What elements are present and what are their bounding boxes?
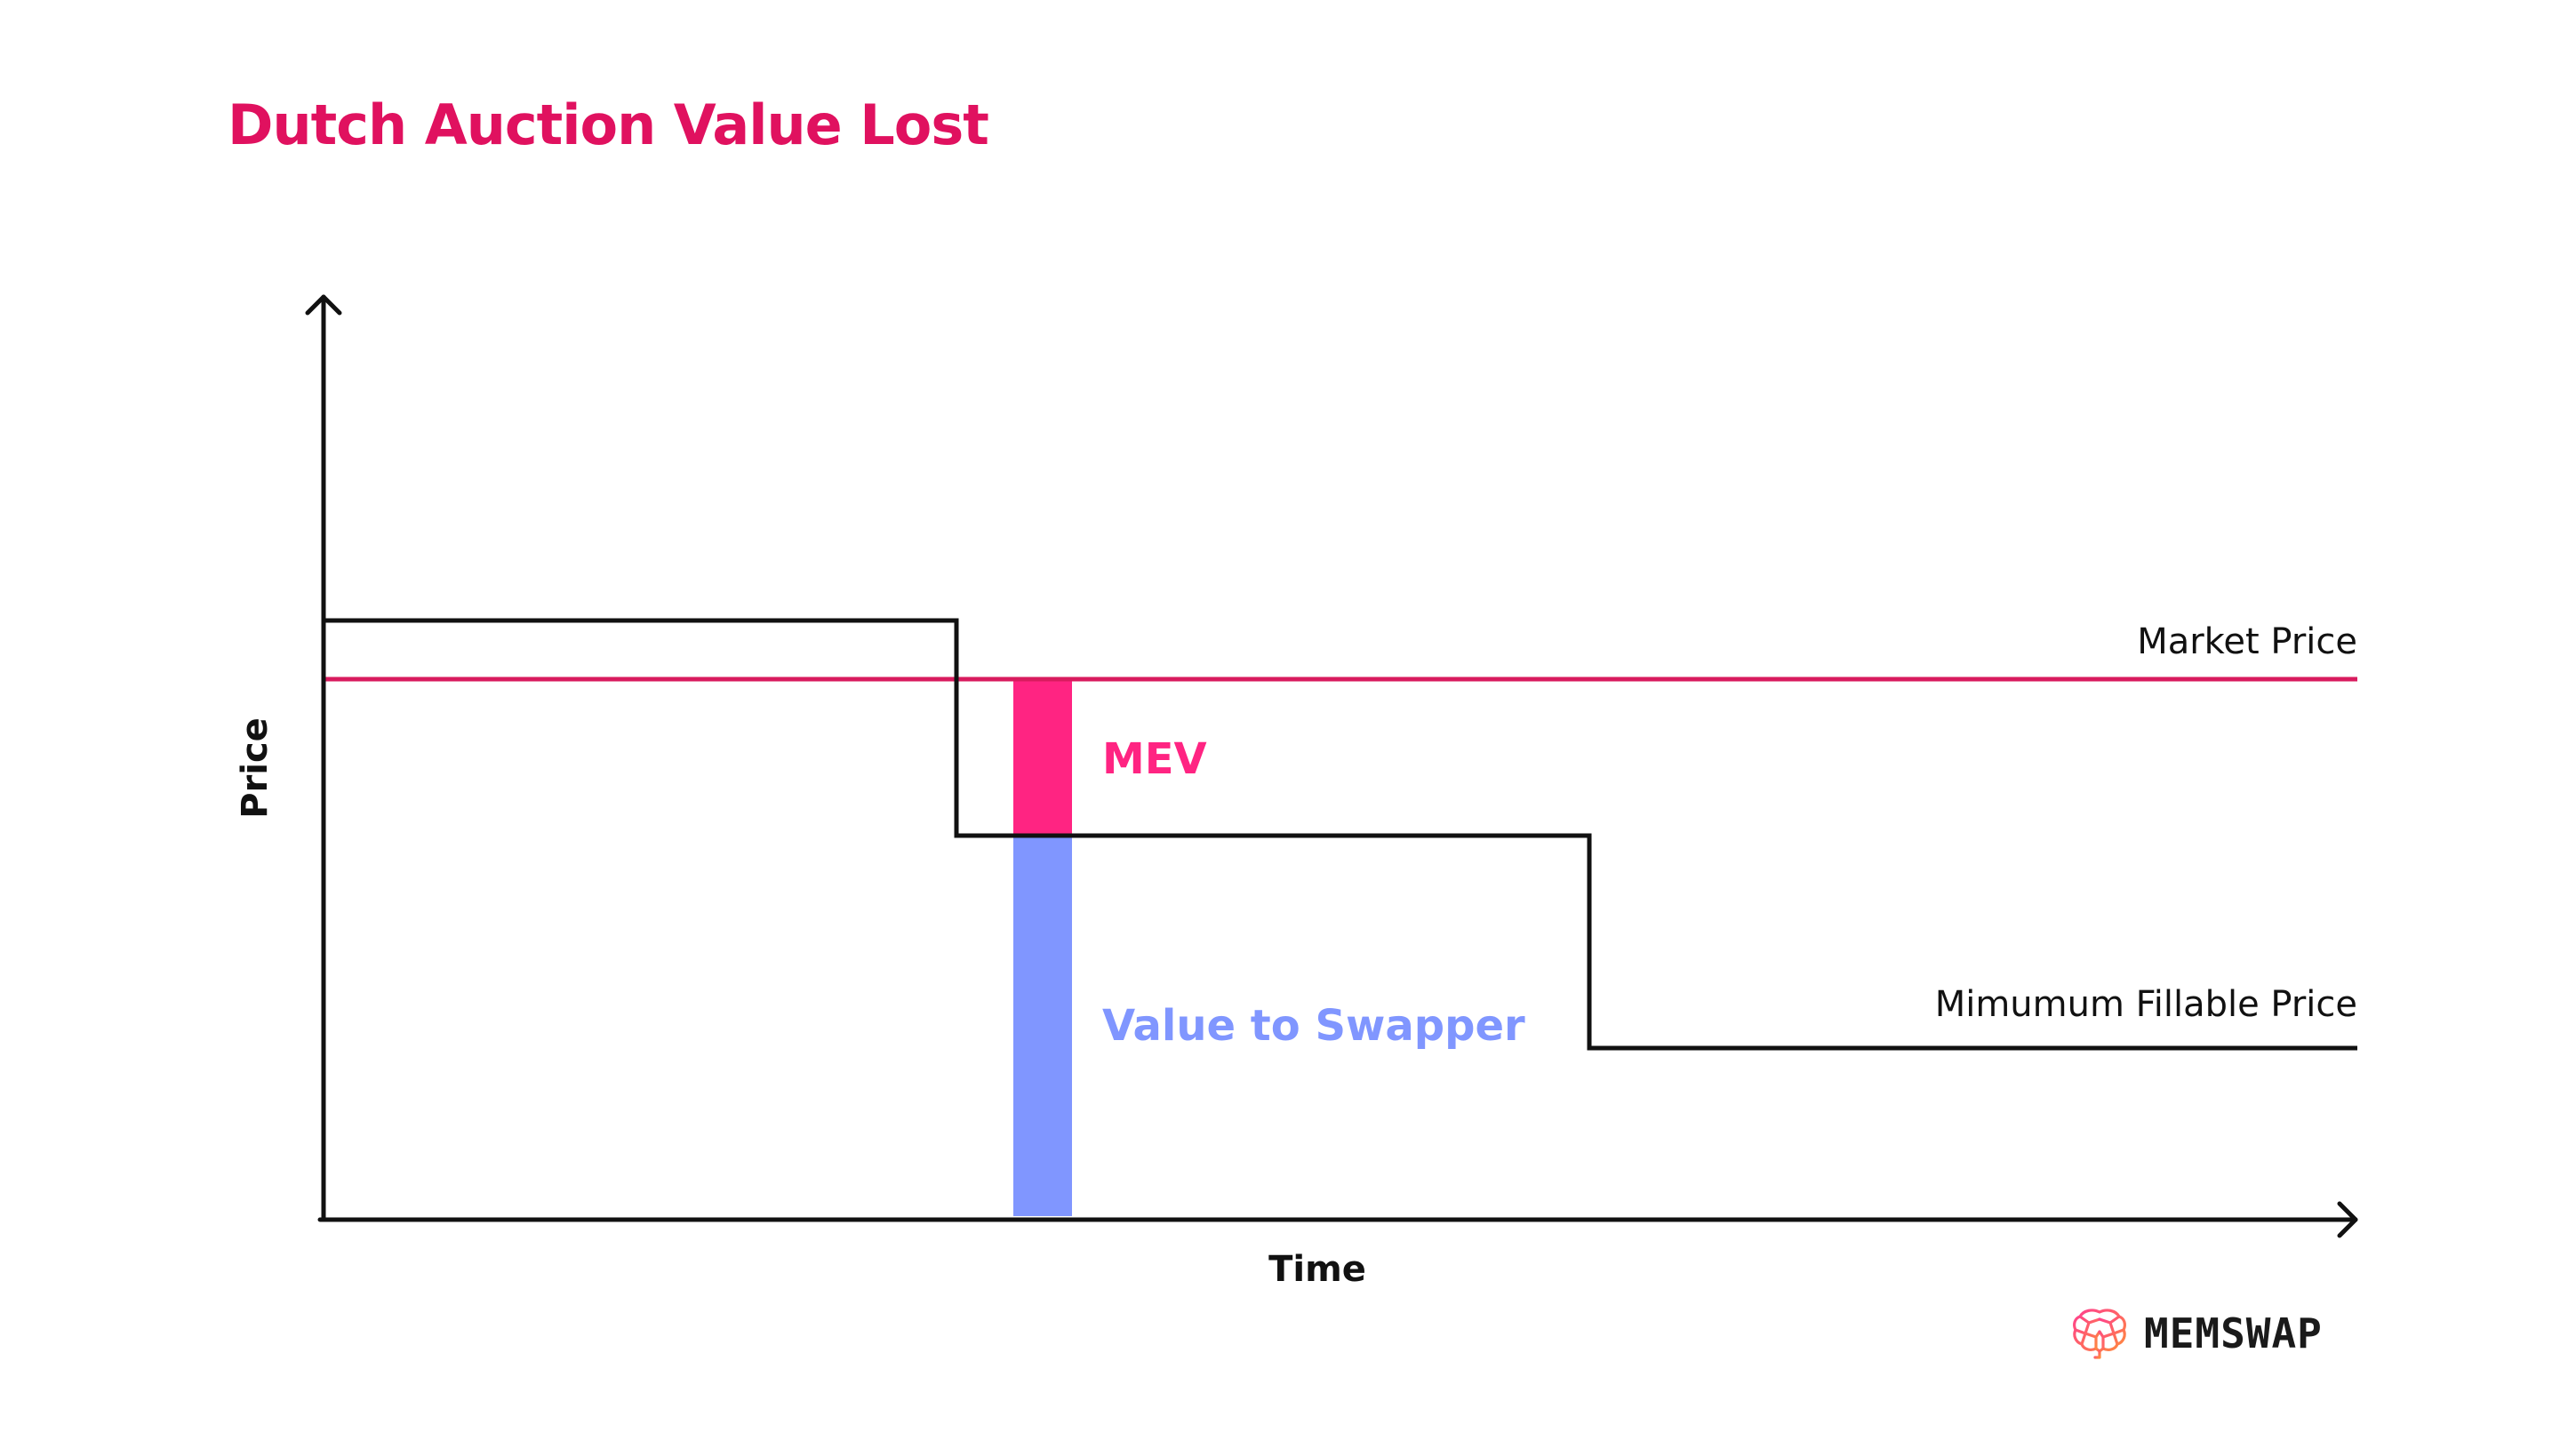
x-axis-label: Time [1268, 1249, 1366, 1290]
x-axis-arrow [2337, 1201, 2358, 1238]
brand-logo: MEMSWAP [2071, 1307, 2323, 1360]
market-price-label: Market Price [2137, 621, 2357, 662]
axes [305, 294, 2358, 1238]
mev-bar [1013, 679, 1072, 836]
value-to-swapper-bar [1013, 836, 1072, 1216]
y-axis-arrow [305, 294, 342, 316]
mev-label: MEV [1102, 734, 1207, 784]
page-title: Dutch Auction Value Lost [228, 92, 989, 157]
min-fillable-price-label: Mimumum Fillable Price [1935, 984, 2357, 1025]
brand-name: MEMSWAP [2144, 1309, 2323, 1357]
y-axis-label: Price [235, 717, 276, 819]
brain-icon [2073, 1309, 2126, 1359]
value-to-swapper-label: Value to Swapper [1102, 1001, 1525, 1051]
auction-price-step-line [324, 618, 2357, 1051]
